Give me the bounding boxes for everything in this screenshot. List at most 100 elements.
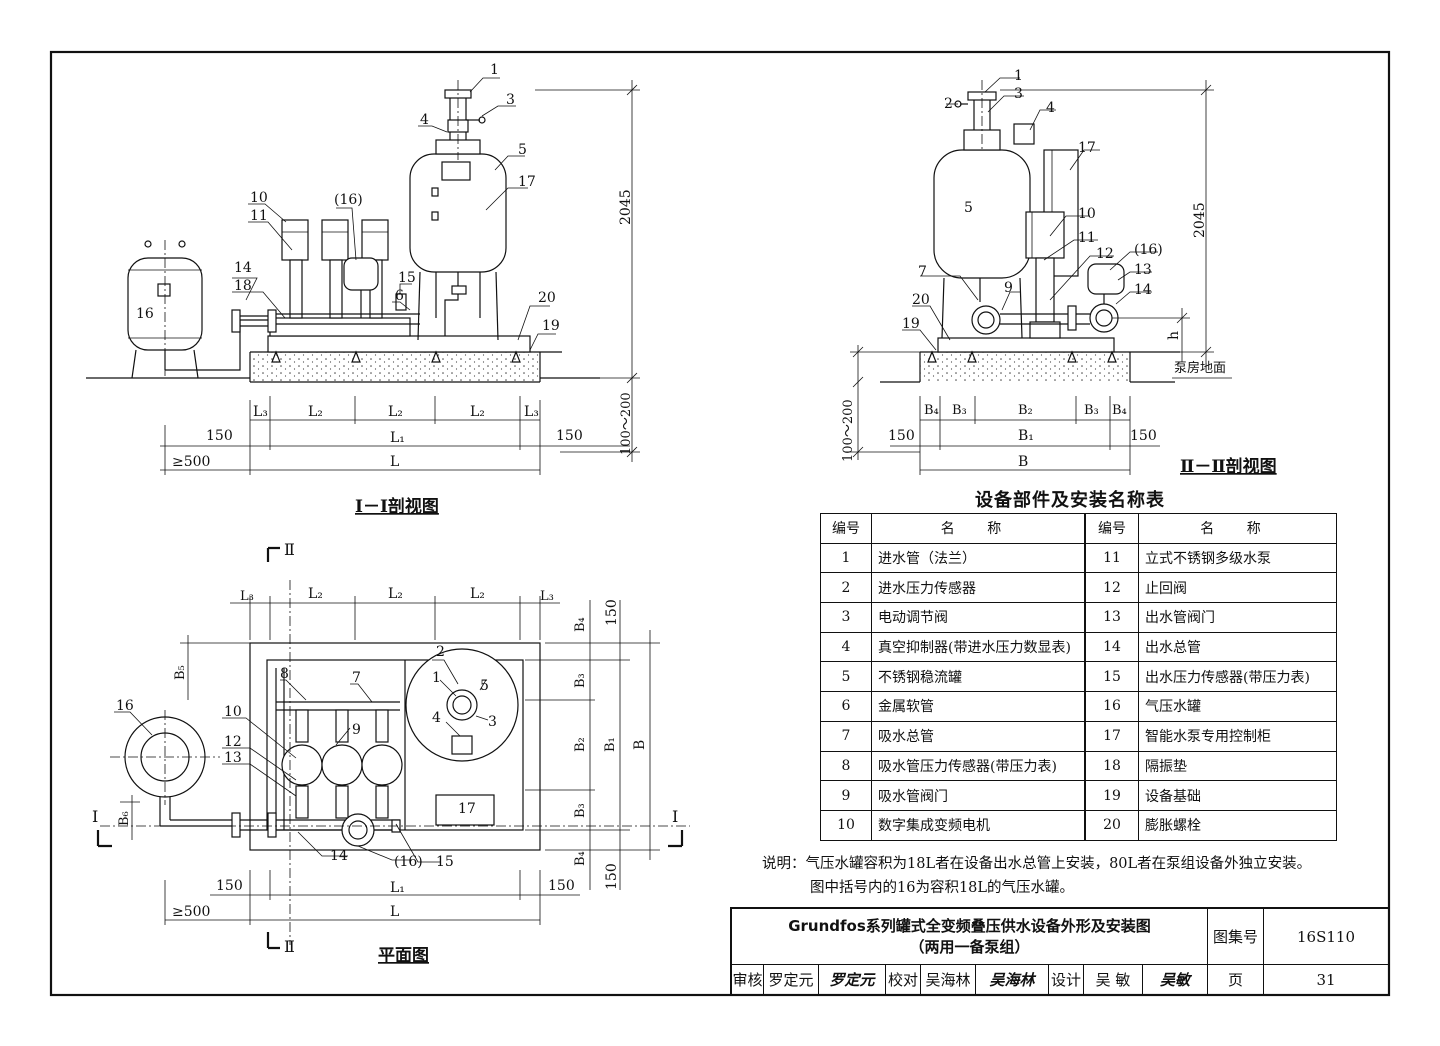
svg-text:L: L xyxy=(390,454,399,470)
svg-text:16: 16 xyxy=(136,306,154,322)
review-label: 审核 xyxy=(730,964,764,995)
plan-title: 平面图 xyxy=(378,946,429,966)
item-no: 6 xyxy=(820,691,872,722)
svg-text:B₄: B₄ xyxy=(924,403,939,418)
svg-text:150: 150 xyxy=(604,863,620,890)
item-no: 5 xyxy=(820,661,872,693)
notes: 说明：气压水罐容积为18L者在设备出水总管上安装，80L者在泵组设备外独立安装。… xyxy=(762,852,1311,900)
review-name: 罗定元 xyxy=(763,964,819,995)
review-signature: 罗定元 xyxy=(818,964,886,995)
item-name: 进水管（法兰） xyxy=(871,542,1086,574)
design-label: 设计 xyxy=(1048,964,1084,995)
svg-text:4: 4 xyxy=(432,710,441,726)
svg-text:B₃: B₃ xyxy=(952,403,967,418)
svg-text:9: 9 xyxy=(1004,280,1013,296)
item-no: 10 xyxy=(820,809,872,841)
svg-text:7: 7 xyxy=(352,670,361,686)
item-no: 2 xyxy=(820,572,872,604)
drawing-title: Grundfos系列罐式全变频叠压供水设备外形及安装图 （两用一备泵组） xyxy=(730,907,1208,965)
item-no: 7 xyxy=(820,720,872,752)
svg-text:B₃: B₃ xyxy=(1084,403,1099,418)
svg-text:L₃: L₃ xyxy=(540,589,554,604)
title-block: Grundfos系列罐式全变频叠压供水设备外形及安装图 （两用一备泵组） 图集号… xyxy=(730,907,1389,995)
svg-text:150: 150 xyxy=(888,428,915,444)
item-no: 20 xyxy=(1084,809,1139,841)
svg-text:20: 20 xyxy=(912,292,930,308)
svg-text:17: 17 xyxy=(518,174,536,190)
atlas-number: 16S110 xyxy=(1263,907,1389,965)
svg-text:17: 17 xyxy=(1078,140,1096,156)
svg-text:(16): (16) xyxy=(1134,242,1163,258)
svg-text:Ⅰ: Ⅰ xyxy=(672,807,678,826)
svg-text:Ⅱ: Ⅱ xyxy=(284,540,295,559)
item-name: 进水压力传感器 xyxy=(871,572,1086,604)
svg-text:Ⅱ: Ⅱ xyxy=(284,937,295,956)
item-name: 出水压力传感器(带压力表) xyxy=(1138,661,1337,693)
svg-text:B₆: B₆ xyxy=(117,811,132,826)
svg-text:L₃: L₃ xyxy=(240,589,254,604)
svg-text:≥500: ≥500 xyxy=(172,454,210,470)
item-no: 14 xyxy=(1084,631,1139,663)
svg-text:7: 7 xyxy=(918,264,927,280)
atlas-label: 图集号 xyxy=(1207,907,1264,965)
svg-text:14: 14 xyxy=(234,260,252,276)
svg-text:h: h xyxy=(1166,331,1182,340)
svg-text:B₁: B₁ xyxy=(603,737,618,752)
section-2-labels: 2 1 3 4 17 5 10 11 12 (16) 13 14 7 9 20 … xyxy=(841,68,1277,477)
svg-text:13: 13 xyxy=(1134,262,1152,278)
svg-text:150: 150 xyxy=(556,428,583,444)
item-name: 金属软管 xyxy=(871,691,1086,722)
svg-text:2: 2 xyxy=(944,96,953,112)
item-name: 设备基础 xyxy=(1138,780,1337,811)
svg-text:泵房地面: 泵房地面 xyxy=(1174,360,1226,376)
item-name: 吸水管压力传感器(带压力表) xyxy=(871,750,1086,782)
svg-text:(16): (16) xyxy=(394,854,423,870)
item-name: 立式不锈钢多级水泵 xyxy=(1138,542,1337,574)
svg-text:3: 3 xyxy=(488,714,497,730)
page-label: 页 xyxy=(1207,964,1264,995)
item-no: 19 xyxy=(1084,780,1139,811)
item-no: 12 xyxy=(1084,572,1139,604)
item-no: 13 xyxy=(1084,602,1139,633)
item-no: 3 xyxy=(820,602,872,633)
svg-text:B₂: B₂ xyxy=(573,737,588,752)
svg-text:L₂: L₂ xyxy=(308,404,323,420)
item-name: 出水管阀门 xyxy=(1138,602,1337,633)
item-name: 吸水总管 xyxy=(871,720,1086,752)
svg-text:12: 12 xyxy=(1096,246,1114,262)
svg-text:B₄: B₄ xyxy=(573,851,588,866)
svg-text:14: 14 xyxy=(1134,282,1152,298)
item-no: 4 xyxy=(820,631,872,663)
svg-text:150: 150 xyxy=(216,878,243,894)
header-no: 编号 xyxy=(820,513,872,544)
svg-text:B: B xyxy=(1018,454,1028,470)
note-line-1: 说明：气压水罐容积为18L者在设备出水总管上安装，80L者在泵组设备外独立安装。 xyxy=(762,856,1312,872)
item-name: 智能水泵专用控制柜 xyxy=(1138,720,1337,752)
svg-text:B₅: B₅ xyxy=(173,665,188,680)
design-signature: 吴敏 xyxy=(1142,964,1208,995)
svg-text:4: 4 xyxy=(420,112,429,128)
svg-text:L₂: L₂ xyxy=(388,586,403,602)
svg-text:L₂: L₂ xyxy=(308,586,323,602)
item-name: 止回阀 xyxy=(1138,572,1337,604)
svg-text:16: 16 xyxy=(116,698,134,714)
svg-text:4: 4 xyxy=(1046,100,1055,116)
svg-text:100～200: 100～200 xyxy=(841,399,856,462)
section-2-title: Ⅱ－Ⅱ剖视图 xyxy=(1180,456,1277,477)
section-1-drawing xyxy=(86,77,640,475)
svg-text:19: 19 xyxy=(902,316,920,332)
svg-text:L: L xyxy=(390,904,399,920)
svg-text:2045: 2045 xyxy=(1192,202,1208,238)
header-no-2: 编号 xyxy=(1084,513,1139,544)
svg-text:15: 15 xyxy=(436,854,454,870)
svg-text:L₂: L₂ xyxy=(470,586,485,602)
note-line-2: 图中括号内的16为容积18L的气压水罐。 xyxy=(810,880,1075,896)
item-no: 16 xyxy=(1084,691,1139,722)
header-name-2: 名 称 xyxy=(1138,513,1337,544)
item-no: 17 xyxy=(1084,720,1139,752)
check-label: 校对 xyxy=(885,964,921,995)
